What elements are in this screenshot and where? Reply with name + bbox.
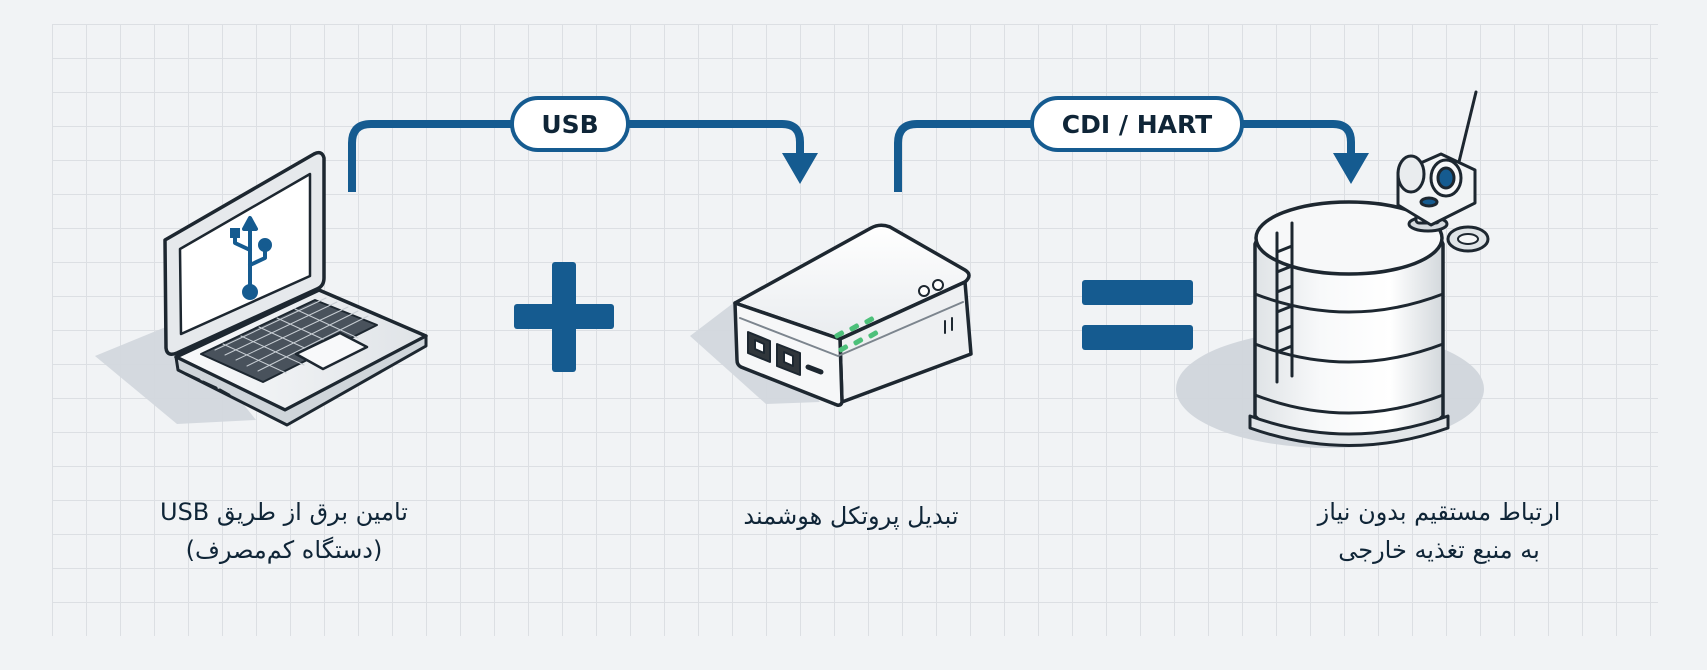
ethernet-ports: [747, 331, 801, 376]
tank-top: [1254, 200, 1444, 276]
protocol-pill-text: CDI / HART: [1062, 110, 1212, 139]
laptop-base-front: [174, 334, 428, 427]
laptop-shadow: [95, 322, 256, 424]
converter-caption: تبدیل پروتکل هوشمند: [701, 497, 1001, 535]
tank-caption: ارتباط مستقیم بدون نیاز به منبع تغذیه خا…: [1249, 493, 1629, 569]
converter-button-1: [918, 285, 930, 297]
usb-pill-shape: [510, 96, 630, 152]
laptop-with-usb-icon: [163, 150, 428, 427]
laptop-caption-line-1: تامین برق از طریق USB: [160, 498, 408, 526]
converter-caption-line-1: تبدیل پروتکل هوشمند: [743, 502, 959, 530]
storage-tank-with-transmitter: [1248, 90, 1490, 447]
usb-arrowhead: [782, 153, 818, 184]
plus-sign: [514, 262, 614, 372]
tank-caption-line-2: به منبع تغذیه خارجی: [1338, 536, 1540, 564]
converter-groove: [739, 301, 964, 357]
protocol-label-pill: CDI / HART: [1030, 96, 1244, 152]
usb-pill-text: USB: [541, 110, 598, 139]
laptop-caption: تامین برق از طریق USB (دستگاه کم‌مصرف): [124, 493, 444, 569]
laptop-side-ports: [184, 372, 231, 397]
converter-top: [733, 223, 971, 341]
tank-bottom-rim: [1248, 414, 1450, 447]
protocol-converter-device: [733, 223, 973, 407]
protocol-arrowhead: [1333, 153, 1369, 184]
laptop-screen-panel: [178, 172, 312, 336]
tank-antenna: [1456, 90, 1478, 168]
equals-sign: [1082, 280, 1193, 350]
laptop-caption-line-2: (دستگاه کم‌مصرف): [185, 536, 383, 564]
tank-ring-3: [1253, 393, 1445, 415]
laptop-touchpad: [294, 331, 369, 371]
radar-transmitter: [1396, 152, 1477, 233]
tank-manhole-inner: [1457, 233, 1479, 245]
status-leds: [834, 316, 879, 353]
converter-button-2: [932, 279, 944, 291]
laptop-keys: [214, 297, 369, 374]
usb-c-port: [805, 364, 824, 375]
protocol-pill-shape: [1030, 96, 1244, 152]
connector-arrowheads: [782, 153, 1369, 184]
tank-ladder: [1275, 221, 1294, 384]
converter-vent: [944, 317, 953, 334]
tank-caption-line-1: ارتباط مستقیم بدون نیاز: [1317, 498, 1561, 526]
usb-label-pill: USB: [510, 96, 630, 152]
usb-icon: [230, 216, 272, 300]
